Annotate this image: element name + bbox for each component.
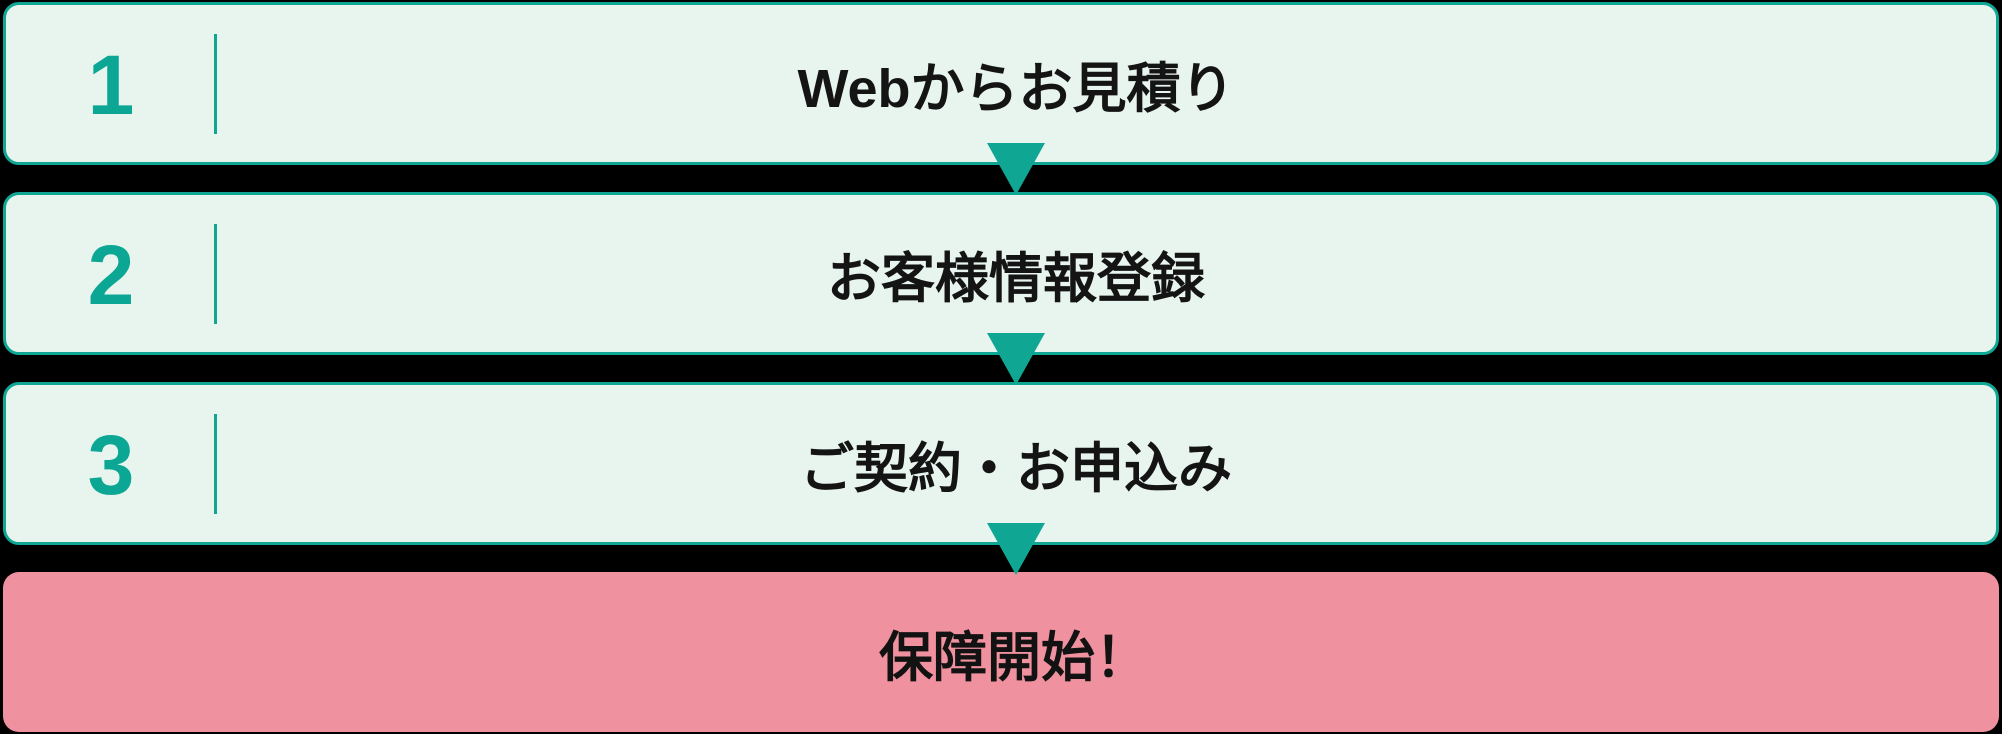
step-1-box: 1 Webからお見積り — [3, 2, 1999, 195]
arrow-down-icon — [987, 523, 1045, 575]
step-1-label: Webからお見積り — [797, 59, 1235, 119]
step-2-divider — [214, 223, 217, 324]
final-step-box: 保障開始！ — [3, 572, 1999, 732]
final-step-label: 保障開始！ — [879, 627, 1149, 688]
step-2-label: お客様情報登録 — [827, 249, 1205, 309]
step-2-number: 2 — [87, 227, 135, 322]
arrow-down-icon — [987, 143, 1045, 195]
step-1-number: 1 — [87, 37, 135, 132]
step-2-box: 2 お客様情報登録 — [3, 192, 1999, 385]
step-3-label: ご契約・お申込み — [800, 439, 1232, 499]
step-3-divider — [214, 413, 217, 514]
step-1-divider — [214, 33, 217, 134]
step-3-number: 3 — [87, 417, 135, 512]
arrow-down-icon — [987, 333, 1045, 385]
step-3-box: 3 ご契約・お申込み — [3, 382, 1999, 575]
